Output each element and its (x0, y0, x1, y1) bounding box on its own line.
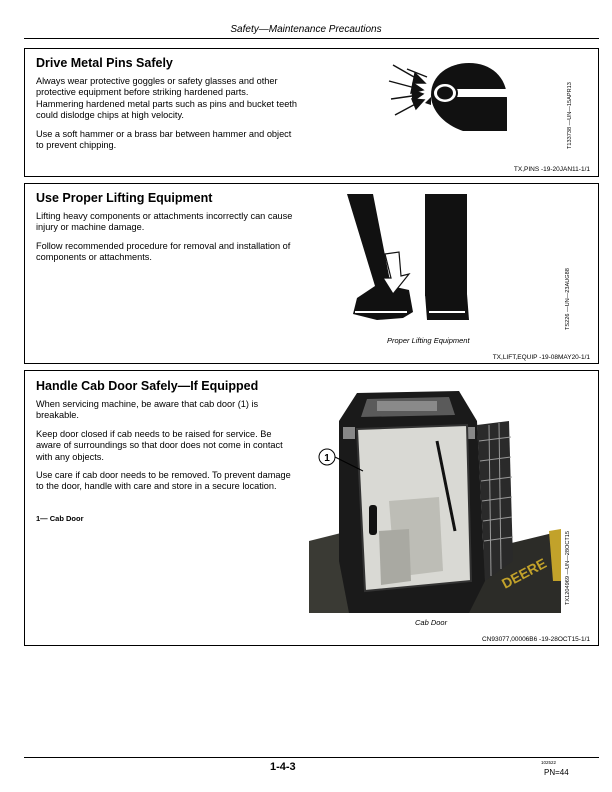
header-rule (24, 38, 599, 39)
paragraph: Use care if cab door needs to be removed… (36, 470, 291, 492)
paragraph: Follow recommended procedure for removal… (36, 240, 291, 263)
cab-door-photo: DEERE 1 (309, 391, 561, 613)
goggles-warning-icon (388, 63, 509, 131)
callout-label: 1— Cab Door (36, 514, 84, 523)
image-code: T133738 —UN—15APR13 (567, 82, 573, 149)
section-reference: TX,LIFT,EQUIP -19-08MAY20-1/1 (492, 354, 590, 361)
lifting-legs-icon (347, 194, 469, 320)
footer-code: 102522 (541, 760, 557, 765)
section-body: Always wear protective goggles or safety… (36, 76, 298, 158)
callout-number: 1 (324, 453, 330, 464)
section-proper-lifting: Use Proper Lifting Equipment Lifting hea… (24, 183, 599, 364)
section-cab-door: Handle Cab Door Safely—If Equipped When … (24, 370, 599, 646)
paragraph: Always wear protective goggles or safety… (36, 76, 297, 121)
figure-caption: Proper Lifting Equipment (387, 336, 470, 345)
image-code: TS226 —UN—23AUG88 (565, 268, 571, 330)
page-number: 1-4-3 (270, 761, 296, 773)
pn-label: PN=44 (544, 768, 569, 777)
page-header-title: Safety—Maintenance Precautions (230, 24, 382, 35)
section-body: When servicing machine, be aware that ca… (36, 399, 294, 500)
section-title: Handle Cab Door Safely—If Equipped (36, 379, 259, 393)
paragraph: When servicing machine, be aware that ca… (36, 399, 259, 421)
paragraph: Keep door closed if cab needs to be rais… (36, 428, 283, 462)
section-reference: TX,PINS -19-20JAN11-1/1 (513, 166, 590, 173)
section-title: Drive Metal Pins Safely (36, 56, 173, 70)
section-reference: CN93077,00006B6 -19-28OCT15-1/1 (481, 636, 590, 643)
figure-caption: Cab Door (415, 618, 448, 627)
section-body: Lifting heavy components or attachments … (36, 211, 298, 271)
footer-rule (24, 757, 599, 758)
image-code: TX1204969 —UN—28OCT15 (565, 531, 571, 605)
section-title: Use Proper Lifting Equipment (36, 191, 213, 205)
section-drive-metal-pins: Drive Metal Pins Safely Always wear prot… (24, 48, 599, 177)
paragraph: Use a soft hammer or a brass bar between… (36, 128, 292, 151)
paragraph: Lifting heavy components or attachments … (36, 211, 293, 233)
